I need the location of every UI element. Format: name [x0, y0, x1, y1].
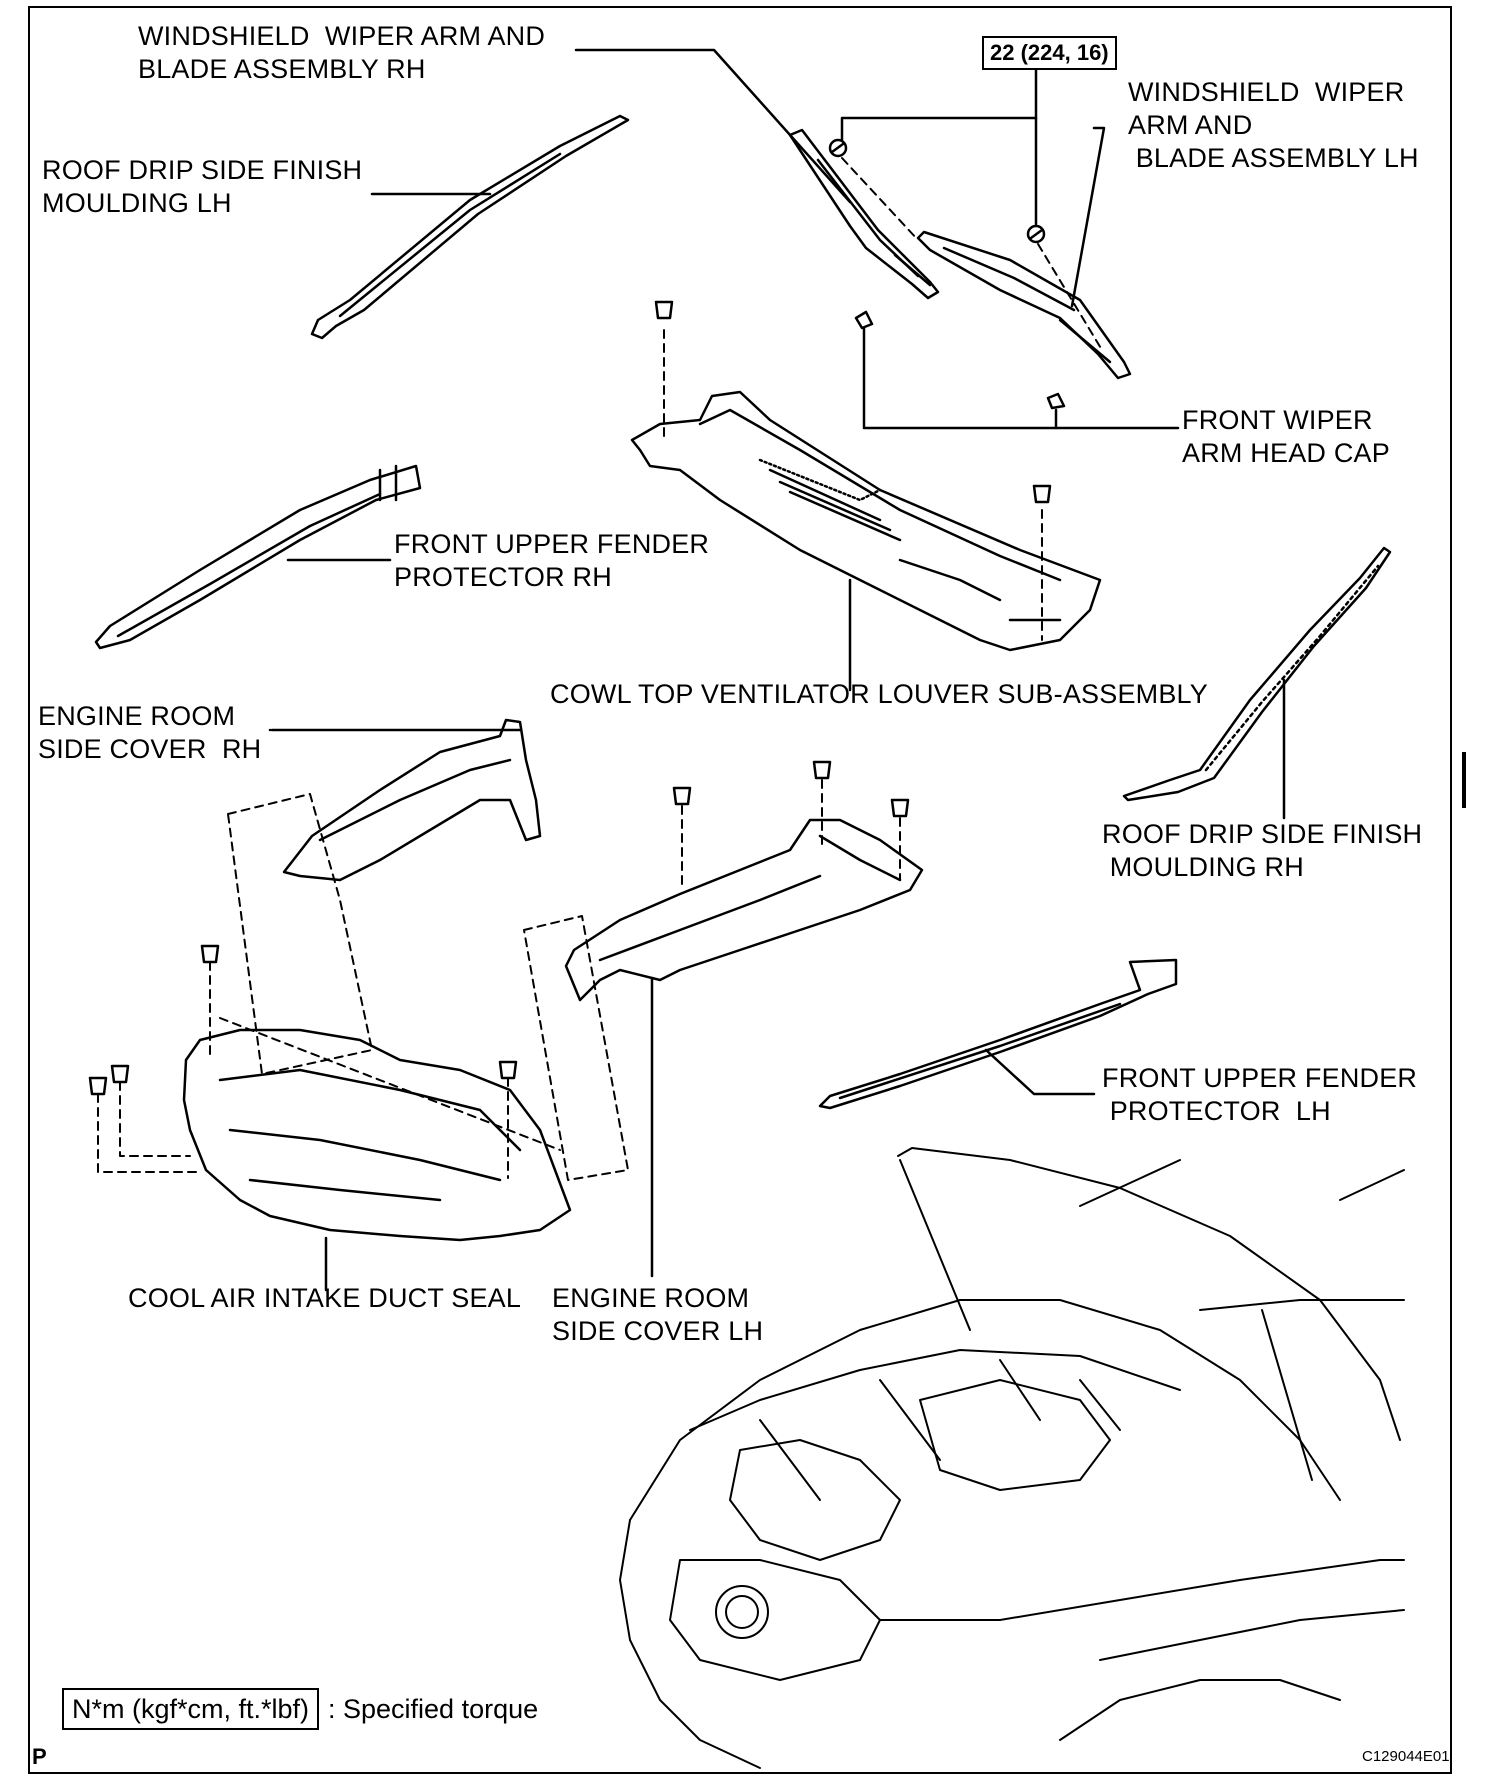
leader-wiper-lh [1070, 126, 1106, 308]
label-wiper-lh: WINDSHIELD WIPER ARM AND BLADE ASSEMBLY … [1128, 77, 1419, 173]
torque-leaders [840, 60, 1038, 226]
torque-legend-units: N*m (kgf*cm, ft.*lbf) [62, 1688, 320, 1730]
label-engine-cover-rh: ENGINE ROOM SIDE COVER RH [38, 701, 262, 764]
torque-callout: 22 (224, 16) [982, 36, 1117, 70]
fender-lh-part [818, 958, 1178, 1110]
label-duct-seal: COOL AIR INTAKE DUCT SEAL [128, 1283, 522, 1313]
cowl-louver-part [630, 390, 1102, 692]
leader-wiper-rh [574, 48, 852, 204]
cover-dashed-guides [97, 779, 901, 1181]
vehicle-engine-bay [619, 1147, 1405, 1769]
fender-rh-part [94, 464, 422, 650]
engine-cover-rh-part [268, 718, 542, 882]
engine-cover-lh-part [564, 818, 924, 1278]
label-fender-rh: FRONT UPPER FENDER PROTECTOR RH [394, 529, 710, 592]
head-cap-part [854, 310, 1180, 430]
clips [88, 300, 1052, 1096]
label-cowl-louver: COWL TOP VENTILATOR LOUVER SUB-ASSEMBLY [550, 679, 1208, 709]
roof-drip-lh-part [310, 114, 630, 340]
corner-letter: P [32, 1744, 47, 1769]
label-roof-drip-lh: ROOF DRIP SIDE FINISH MOULDING LH [42, 155, 363, 218]
wiper-dashed-guides [841, 157, 1103, 351]
margin-change-bar [1462, 752, 1466, 808]
label-fender-lh: FRONT UPPER FENDER PROTECTOR LH [1102, 1063, 1418, 1126]
torque-legend-description: : Specified torque [328, 1694, 539, 1724]
duct-seal-part [182, 1028, 572, 1292]
roof-drip-rh-part [1122, 546, 1392, 820]
label-roof-drip-rh: ROOF DRIP SIDE FINISH MOULDING RH [1102, 819, 1423, 882]
figure-code: C129044E01 [1362, 1748, 1450, 1765]
wiper-arm-rh-part [788, 128, 940, 300]
diagram-frame [28, 6, 1452, 1774]
wiper-arm-lh-part [916, 224, 1132, 380]
label-head-cap: FRONT WIPER ARM HEAD CAP [1182, 405, 1390, 468]
label-wiper-rh: WINDSHIELD WIPER ARM AND BLADE ASSEMBLY … [138, 21, 546, 84]
label-engine-cover-lh: ENGINE ROOM SIDE COVER LH [552, 1283, 764, 1346]
